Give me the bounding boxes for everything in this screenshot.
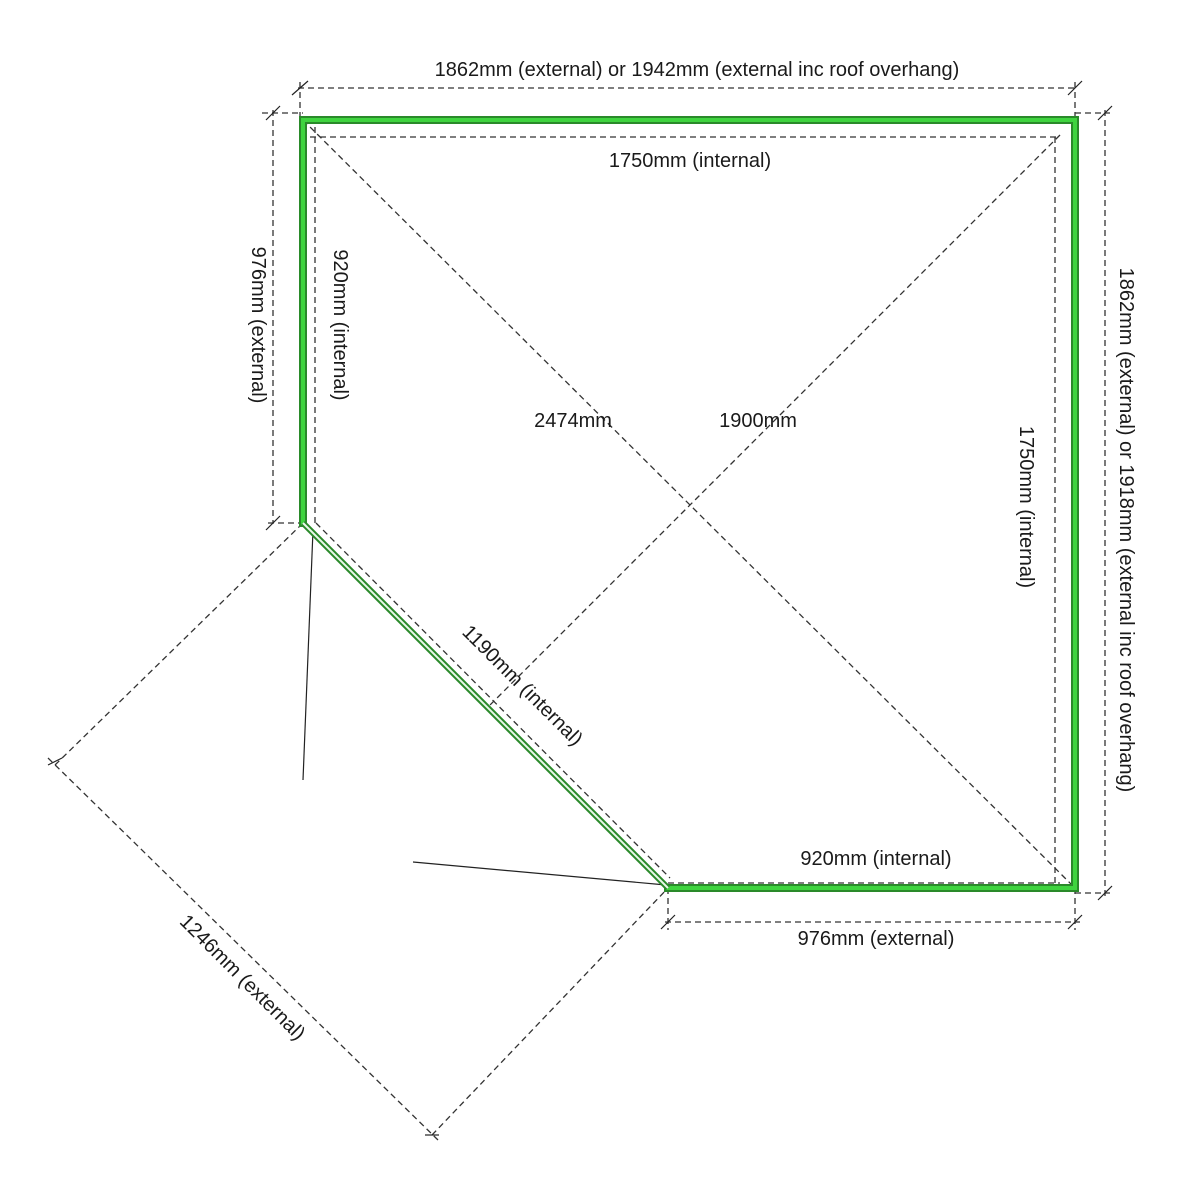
walls bbox=[299, 116, 1079, 892]
diagonal-long-label: 2474mm bbox=[534, 410, 612, 432]
top-internal-label: 1750mm (internal) bbox=[609, 150, 771, 172]
right-internal-label: 1750mm (internal) bbox=[1015, 426, 1037, 588]
diagonal-long-line bbox=[302, 119, 1076, 889]
door-swing-line bbox=[302, 529, 314, 781]
dim-extension bbox=[431, 887, 669, 1136]
dimension-lines bbox=[47, 80, 1113, 1141]
left-external-label: 976mm (external) bbox=[247, 247, 269, 404]
bottom-external-label: 976mm (external) bbox=[798, 928, 955, 950]
front-wall-inner bbox=[302, 522, 669, 889]
top-external-label: 1862mm (external) or 1942mm (external in… bbox=[435, 59, 960, 81]
right-external-label: 1862mm (external) or 1918mm (external in… bbox=[1115, 268, 1137, 793]
dim-extension bbox=[54, 522, 304, 766]
bottom-internal-label: 920mm (internal) bbox=[800, 848, 951, 870]
diagonal-short-label: 1900mm bbox=[719, 410, 797, 432]
diagonal-short-line bbox=[489, 134, 1061, 706]
outer-wall-fill bbox=[301, 118, 1077, 890]
front-internal-label: 1190mm (internal) bbox=[458, 621, 587, 750]
front-external-label: 1246mm (external) bbox=[175, 911, 309, 1045]
front-internal-dim-line bbox=[315, 522, 671, 879]
left-internal-label: 920mm (internal) bbox=[329, 249, 351, 400]
front-external-dim-line bbox=[47, 757, 439, 1141]
door-swing-line bbox=[412, 861, 667, 886]
